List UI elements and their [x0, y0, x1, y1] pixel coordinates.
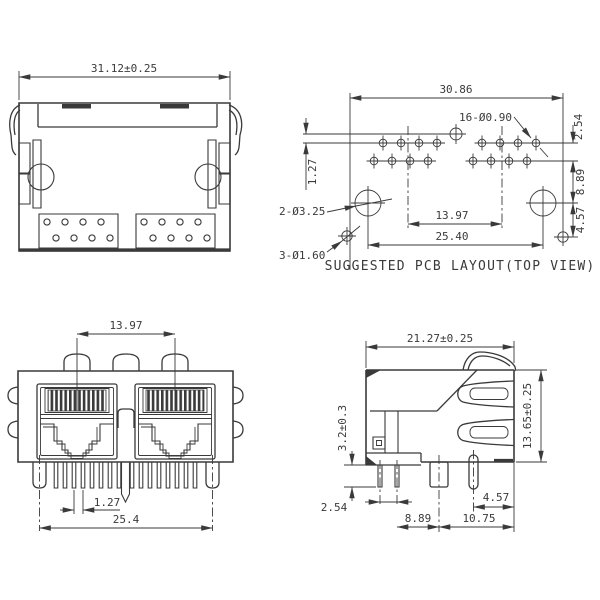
dim-side-post-to-edge: 10.75 — [462, 512, 495, 525]
dim-side-depth: 21.27±0.25 — [407, 332, 473, 345]
emi-spring-wire-left — [10, 105, 20, 155]
side-latch-left — [19, 140, 41, 208]
pcb-layout-caption: SUGGESTED PCB LAYOUT(TOP VIEW) — [325, 259, 596, 274]
label-shield-holes: 3-Ø1.60 — [279, 249, 325, 262]
leader-mount-holes — [327, 206, 357, 212]
corner-bevel — [366, 370, 381, 378]
dim-front-port-pitch: 13.97 — [109, 319, 142, 332]
side-tab-right — [233, 387, 243, 438]
latch-keyway — [138, 424, 212, 456]
dim-side-height: 13.65±0.25 — [521, 383, 534, 449]
center-post — [122, 462, 130, 502]
mounting-hole-right — [525, 185, 561, 221]
emi-louver-top — [458, 381, 514, 407]
dim-front-span: 25.4 — [113, 513, 140, 526]
ground-tab — [113, 354, 139, 371]
dim-pcb-port-pitch: 13.97 — [435, 209, 468, 222]
side-body — [366, 370, 514, 465]
rj45-port-right — [135, 384, 215, 459]
side-view: 21.27±0.25 — [321, 332, 547, 532]
dim-pcb-width: 30.86 — [439, 83, 472, 96]
through-hole-pins — [33, 455, 219, 531]
side-latch-right — [208, 140, 230, 208]
dim-pcb-row-offset: 1.27 — [306, 159, 319, 186]
label-mount-holes: 2-Ø3.25 — [279, 205, 325, 218]
side-pins — [378, 450, 514, 532]
shield-hole-top — [445, 123, 467, 145]
side-window — [373, 437, 385, 449]
dim-side-pin-to-post: 8.89 — [405, 512, 432, 525]
rj45-port-left — [37, 384, 117, 459]
side-tab-left — [8, 387, 18, 438]
top-view: 31.12±0.25 — [10, 62, 242, 251]
pin-holes — [366, 135, 544, 169]
dim-pcb-mount-to-shield: 4.57 — [574, 207, 587, 234]
ground-tab — [162, 354, 188, 371]
contact-array — [146, 390, 204, 411]
mount-leg-left — [33, 462, 46, 488]
shield-hole-right — [553, 227, 573, 247]
front-flange — [38, 104, 217, 127]
dim-side-pin-pitch: 2.54 — [321, 501, 348, 514]
mount-leg-right — [206, 462, 219, 488]
label-pin-holes: 16-Ø0.90 — [459, 111, 512, 124]
contact-array — [48, 390, 106, 411]
dim-top-view-width: 31.12±0.25 — [91, 62, 157, 75]
ground-tab — [64, 354, 90, 371]
pcb-layout-view: 30.86 16-Ø0.90 1.27 — [279, 83, 596, 274]
dim-side-pin-length: 3.2±0.3 — [336, 405, 349, 451]
emi-louver-bottom — [458, 420, 514, 446]
latch-boss-right — [195, 164, 221, 190]
latch-spring — [463, 352, 515, 371]
emi-spring-wire-right — [229, 105, 242, 155]
dim-pcb-row-pitch: 2.54 — [572, 113, 585, 140]
corner-bevel — [366, 456, 377, 465]
leader-pin-holes — [514, 117, 531, 138]
latch-boss-left — [28, 164, 54, 190]
connector-shell-outline — [19, 103, 230, 251]
dim-pcb-mount-span: 25.40 — [435, 230, 468, 243]
latch-keyway — [40, 424, 114, 456]
leader-shield-holes — [327, 241, 342, 252]
mounting-hole-left — [350, 185, 386, 221]
flange-notch — [62, 104, 91, 109]
pin-pad-right — [136, 214, 215, 248]
dim-side-peg-to-edge: 4.57 — [483, 491, 510, 504]
front-body-outline — [18, 371, 233, 462]
center-tab — [118, 409, 134, 428]
pin-pad-left — [39, 214, 118, 248]
dim-pcb-row-to-mount: 8.89 — [574, 169, 587, 196]
dim-front-pin-pitch: 1.27 — [94, 496, 121, 509]
flange-notch — [160, 104, 189, 109]
front-view: 13.97 — [8, 319, 243, 531]
